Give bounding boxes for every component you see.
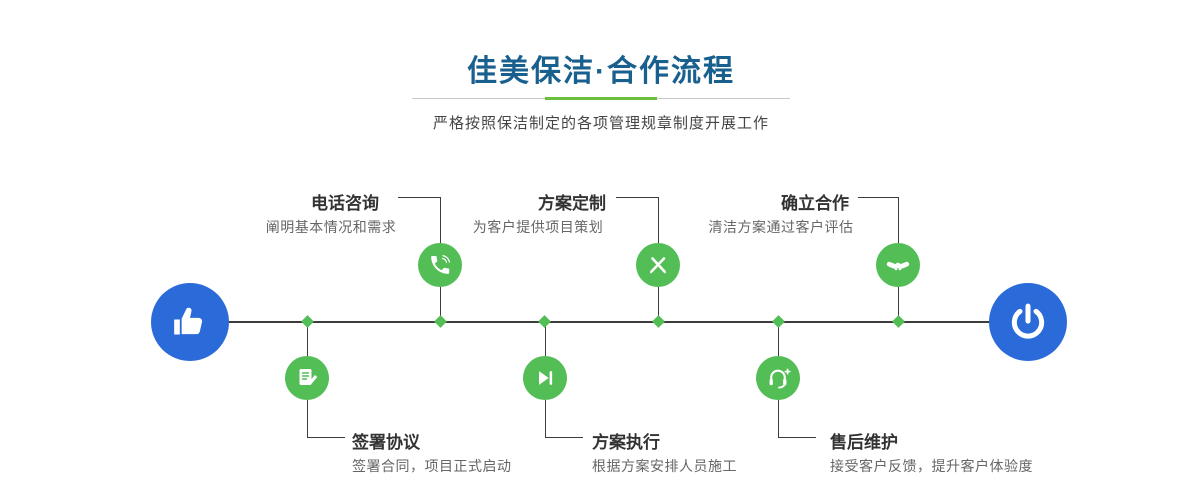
connector [440,197,441,243]
connector [898,197,899,243]
connector [658,287,659,321]
timeline-end-node [989,283,1067,361]
step-plan-desc: 为客户提供项目策划 [472,219,604,235]
connector [398,197,440,198]
step-phone-desc: 阐明基本情况和需求 [265,219,397,235]
timeline-node-diamond [772,315,785,328]
timeline-node-diamond [301,315,314,328]
connector [440,287,441,321]
headset-icon [766,366,791,391]
connector [778,437,816,438]
step-aftersales-node [756,356,800,400]
step-cooperate-title: 确立合作 [781,194,849,213]
step-execute-title: 方案执行 [592,433,660,452]
timeline-start-node [151,283,229,361]
title-divider-accent [545,97,657,100]
timeline-node-diamond [892,315,905,328]
step-phone-title: 电话咨询 [311,194,379,213]
timeline-line [190,321,1028,323]
connector [658,197,659,243]
connector [778,400,779,437]
connector [778,323,779,356]
title-divider [412,97,790,100]
step-cooperate-node [876,243,920,287]
page-subtitle: 严格按照保洁制定的各项管理规章制度开展工作 [432,115,769,132]
connector [545,400,546,437]
hand-pointer-icon [170,302,210,342]
power-icon [1008,302,1048,342]
step-aftersales-desc: 接受客户反馈，提升客户体验度 [830,458,1033,474]
connector [307,400,308,437]
page-title: 佳美保洁·合作流程 [467,55,735,88]
play-icon [534,367,556,389]
connector [898,287,899,321]
step-sign-node [285,356,329,400]
step-sign-title: 签署协议 [352,433,420,452]
connector [545,437,583,438]
connector [307,437,345,438]
step-sign-desc: 签署合同，项目正式启动 [352,458,512,474]
connector [616,197,658,198]
step-phone-node [418,243,462,287]
timeline-node-diamond [434,315,447,328]
contract-icon [295,366,319,390]
timeline-node-diamond [652,315,665,328]
step-execute-node [523,356,567,400]
handshake-icon [885,252,911,278]
timeline-node-diamond [538,315,551,328]
connector [545,323,546,356]
step-plan-title: 方案定制 [538,194,606,213]
pencil-tools-icon [646,253,670,277]
phone-icon [428,253,452,277]
connector [858,197,898,198]
step-cooperate-desc: 清洁方案通过客户评估 [708,219,854,235]
step-execute-desc: 根据方案安排人员施工 [592,458,737,474]
connector [307,323,308,356]
step-plan-node [636,243,680,287]
step-aftersales-title: 售后维护 [830,433,898,452]
